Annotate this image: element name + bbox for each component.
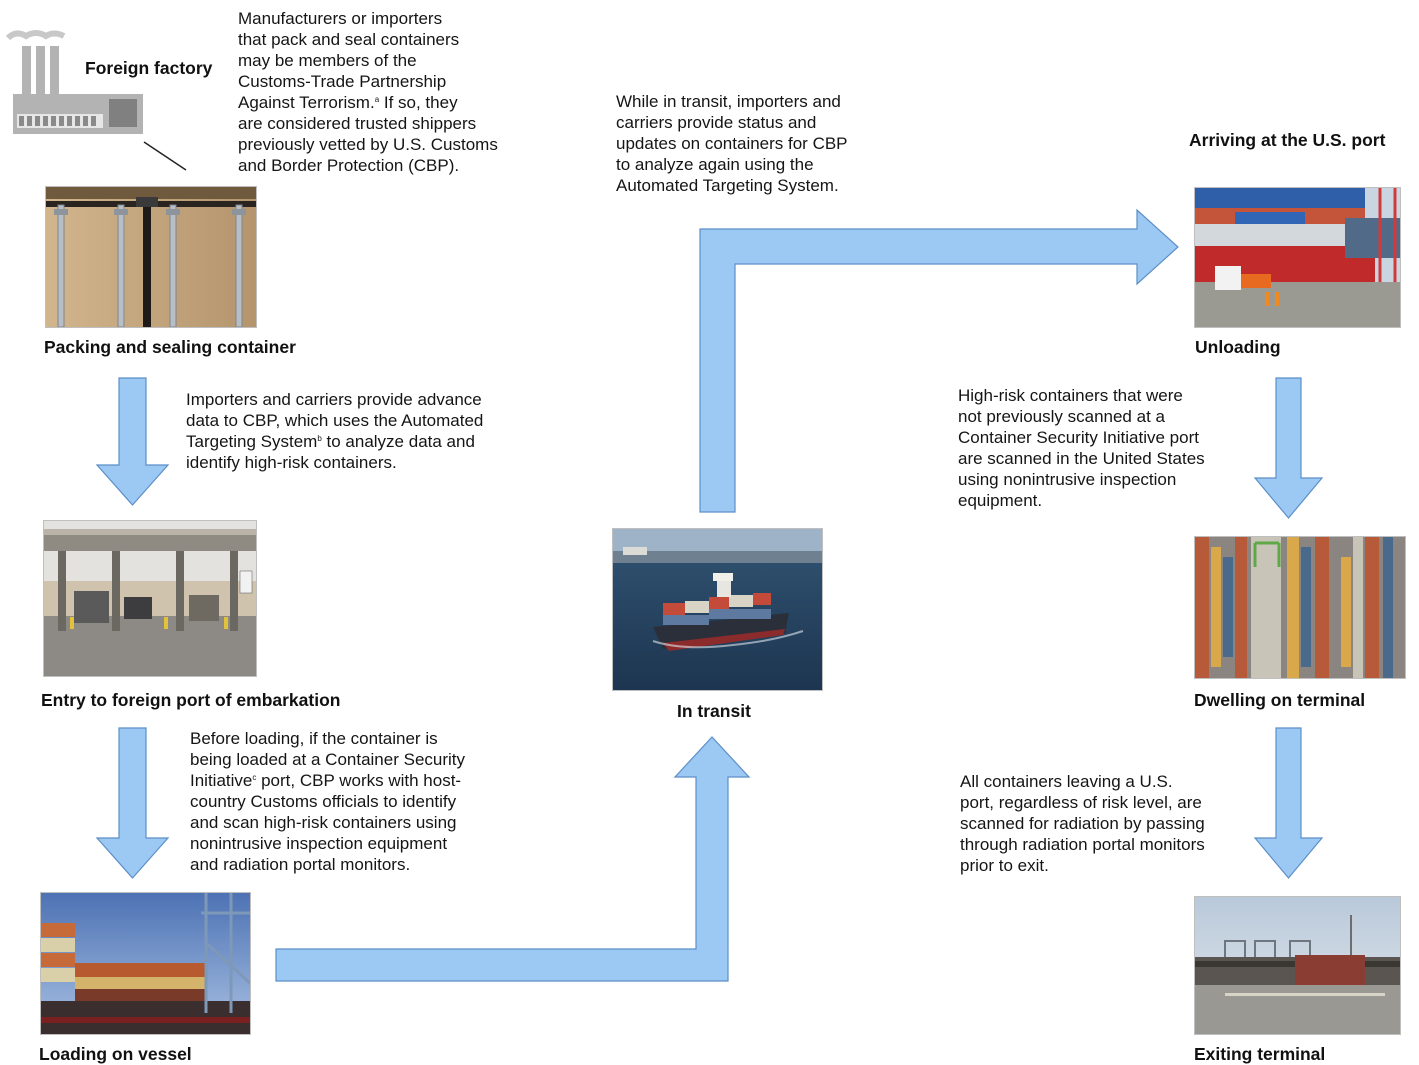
arrow-loading-to-transit (275, 736, 751, 982)
unloading-photo (1194, 187, 1401, 328)
scan-note: High-risk containers that were not previ… (958, 386, 1205, 510)
exiting-photo (1194, 896, 1401, 1035)
transit-note: While in transit, importers and carriers… (616, 92, 848, 195)
ctpat-note-text: Manufacturers or importers that pack and… (238, 9, 460, 112)
arrow-transit-to-arrival (699, 208, 1179, 513)
ctpat-footnote: a (374, 95, 380, 104)
csi-note: Before loading, if the container is bein… (190, 728, 510, 875)
transit-photo (612, 528, 823, 691)
ctpat-note: Manufacturers or importers that pack and… (238, 8, 538, 176)
arrow-unloading-to-dwelling (1253, 377, 1324, 519)
arrow-packing-to-entry (95, 377, 170, 506)
dwelling-photo (1194, 536, 1406, 679)
ats-note: Importers and carriers provide advance d… (186, 389, 526, 473)
stage-transit-label: In transit (677, 701, 751, 721)
csi-note-text-2: port, CBP works with host- country Custo… (190, 771, 462, 874)
stage-exiting-label: Exiting terminal (1194, 1044, 1326, 1064)
factory-icon (5, 28, 146, 136)
factory-label: Foreign factory (85, 58, 213, 78)
stage-unloading-label: Unloading (1195, 337, 1281, 357)
ats-footnote: b (317, 434, 322, 443)
entry-photo (43, 520, 257, 677)
arrow-entry-to-loading (95, 727, 170, 879)
loading-photo (40, 892, 251, 1035)
stage-loading-label: Loading on vessel (39, 1044, 192, 1064)
packing-photo (45, 186, 257, 328)
csi-footnote: c (252, 773, 257, 782)
stage-arriving-label: Arriving at the U.S. port (1189, 130, 1386, 150)
ctpat-note-text-2: If so, they are considered trusted shipp… (238, 93, 498, 175)
stage-dwelling-label: Dwelling on terminal (1194, 690, 1366, 710)
stage-packing-label: Packing and sealing container (44, 337, 296, 357)
callout-line (143, 141, 187, 171)
stage-entry-label: Entry to foreign port of embarkation (41, 690, 341, 710)
ats-note-text-2: to analyze data and identify high-risk c… (186, 432, 475, 472)
ats-note-text: Importers and carriers provide advance d… (186, 390, 484, 451)
exit-note: All containers leaving a U.S. port, rega… (960, 772, 1205, 875)
csi-note-text: Before loading, if the container is bein… (190, 729, 466, 790)
arrow-dwelling-to-exit (1253, 727, 1324, 879)
